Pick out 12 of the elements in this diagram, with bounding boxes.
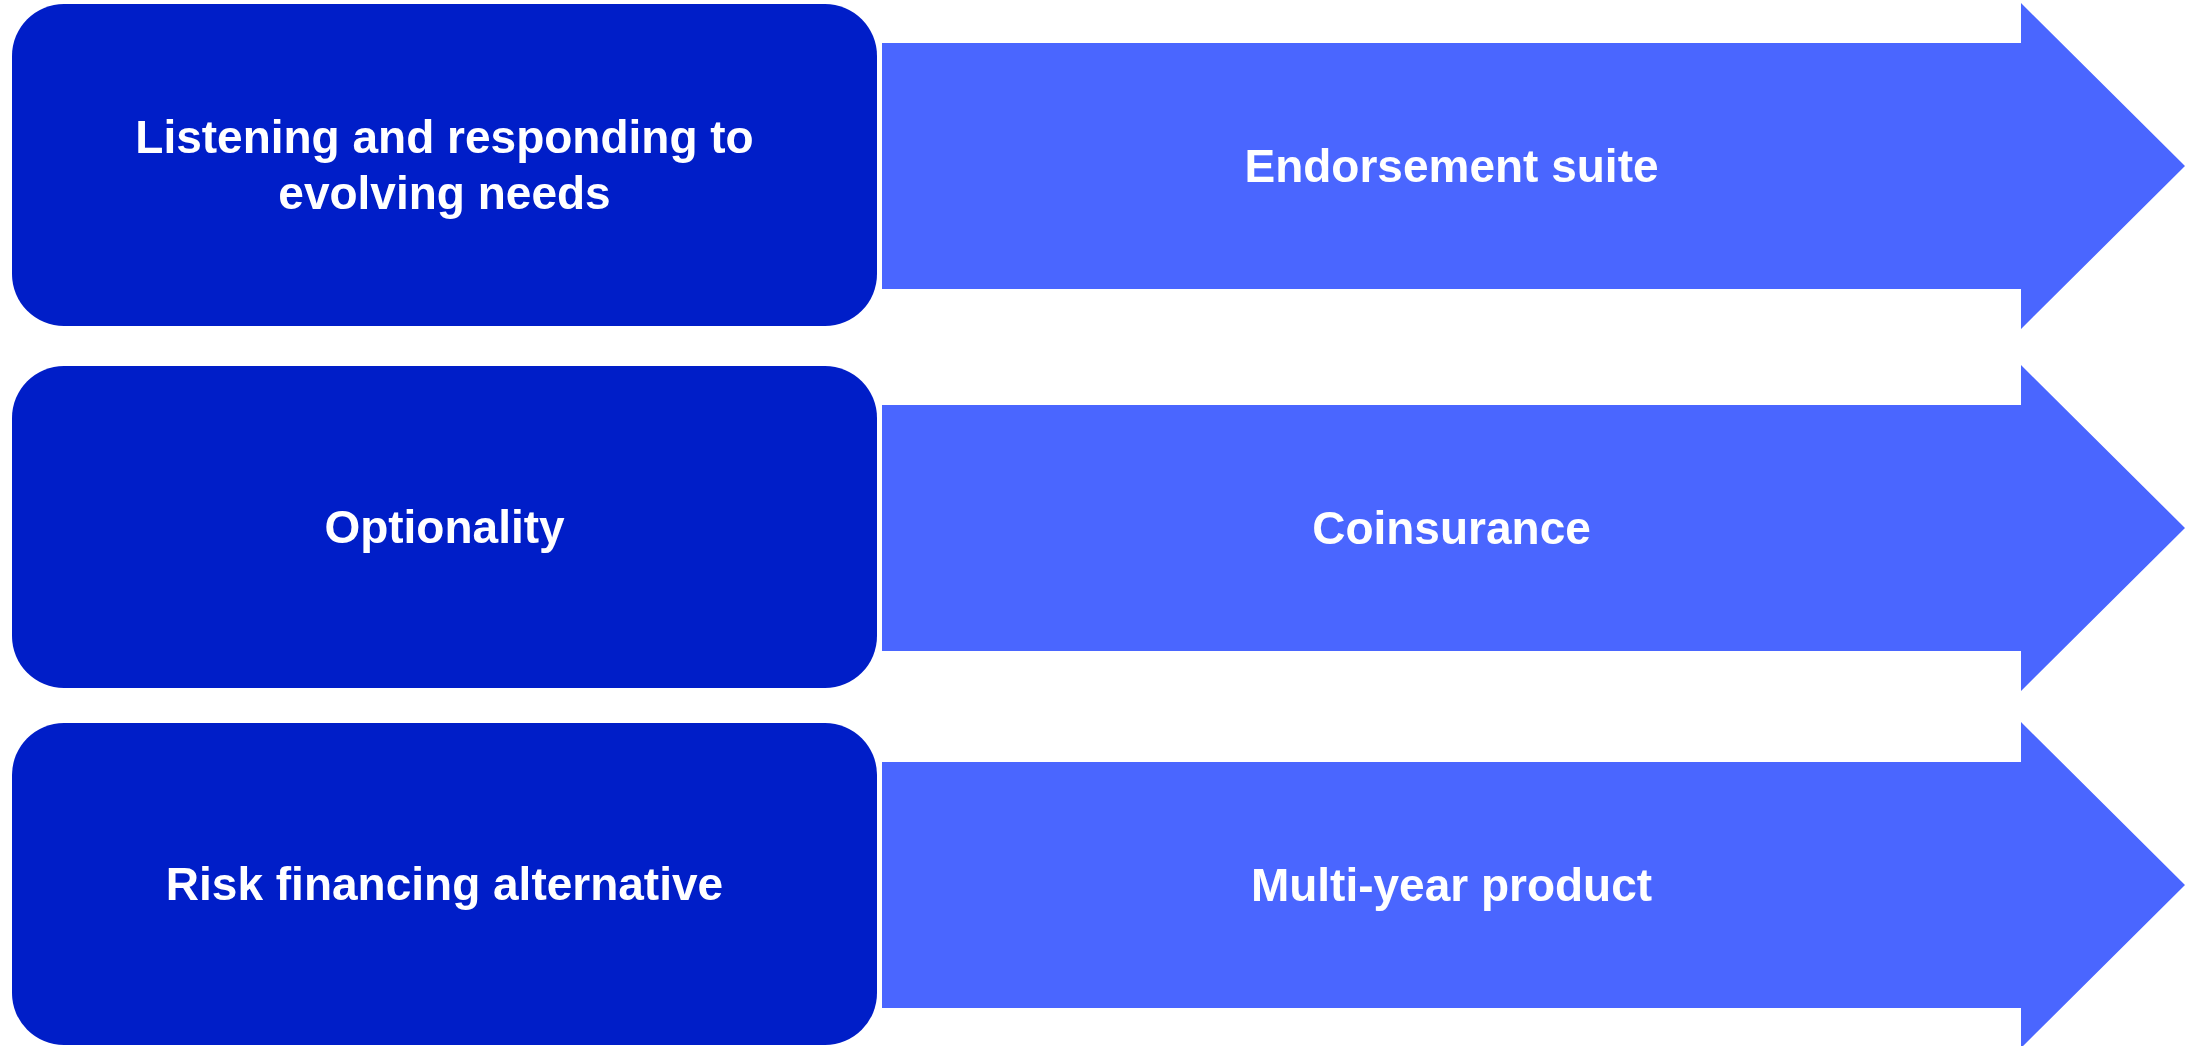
arrow-label: Endorsement suite	[1243, 139, 1660, 194]
arrow-label: Coinsurance	[1311, 501, 1592, 556]
category-label: Optionality	[324, 500, 565, 555]
arrow-banner	[882, 722, 2185, 1046]
arrow-label: Multi-year product	[1249, 858, 1654, 913]
category-box	[12, 366, 877, 688]
category-label: Listening and responding to evolving needs	[134, 110, 755, 221]
category-label: Risk financing alternative	[165, 857, 724, 912]
category-box	[12, 4, 877, 326]
category-box	[12, 723, 877, 1045]
arrow-banner	[882, 365, 2185, 691]
arrow-banner	[882, 3, 2185, 329]
